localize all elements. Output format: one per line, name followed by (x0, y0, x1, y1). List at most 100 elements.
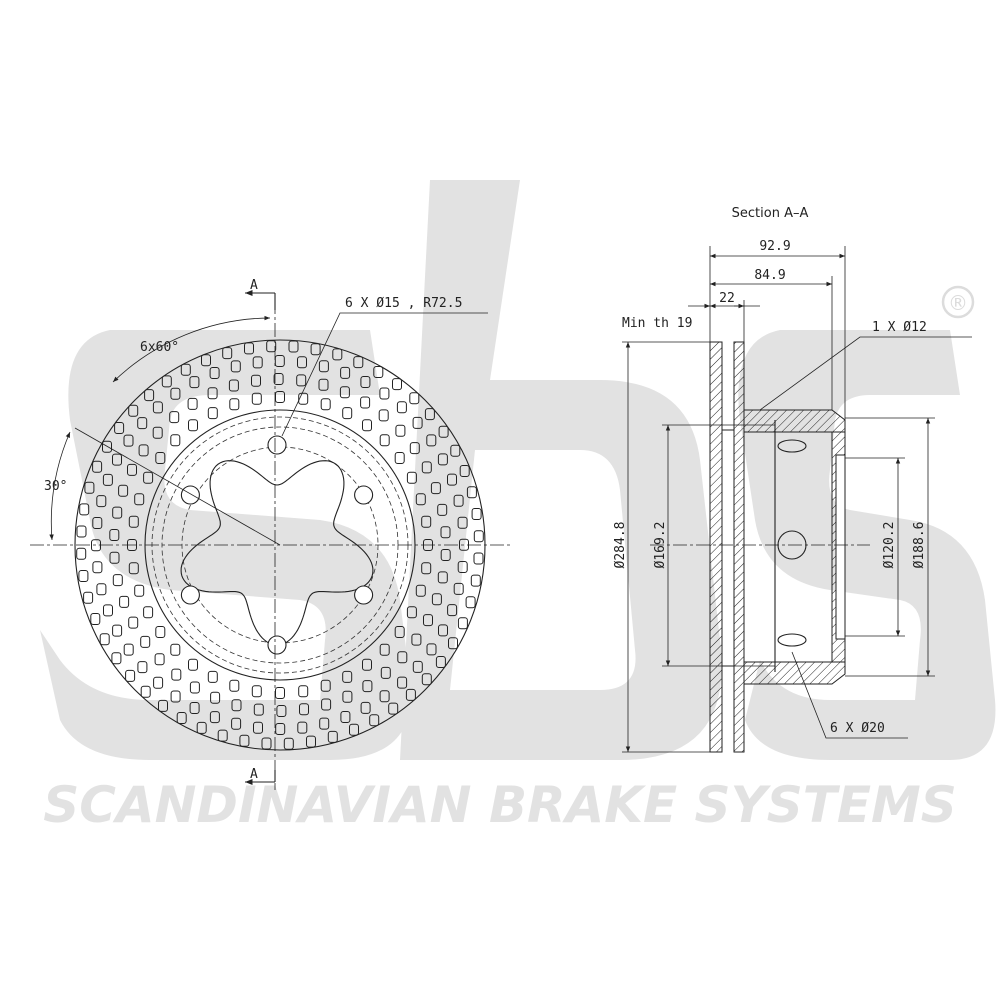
drilled-hole (297, 721, 308, 734)
drilled-hole (229, 679, 240, 692)
drilled-hole (362, 419, 372, 432)
dim-thickness: 22 (719, 291, 735, 306)
hat-top-wall (743, 409, 846, 433)
drilled-hole (127, 463, 137, 476)
registered-mark-circle (941, 285, 975, 319)
drilled-hole (196, 721, 207, 734)
drilled-hole (114, 422, 125, 434)
dia-inner-ring-label: Ø169.2 (653, 522, 668, 569)
drilled-hole (137, 661, 148, 674)
drilled-hole (275, 687, 285, 699)
bolt-callout-label: 6 X Ø15 , R72.5 (345, 296, 462, 311)
drilled-hole (128, 404, 139, 417)
min-thickness-label: Min th 19 (622, 316, 692, 331)
bolt-hole (354, 485, 374, 505)
drilled-hole (96, 495, 107, 508)
drilled-hole (465, 596, 476, 609)
drilled-hole (415, 584, 426, 597)
drilled-hole (152, 426, 163, 439)
drilled-hole (360, 396, 371, 409)
drilled-hole (349, 723, 359, 736)
section-title: Section A–A (732, 206, 809, 221)
ring-outer-plate (709, 341, 723, 753)
drilled-hole (102, 473, 113, 486)
drilled-hole (109, 529, 120, 541)
drilled-hole (188, 658, 198, 671)
dia-outer-label: Ø284.8 (613, 522, 628, 569)
drilled-hole (251, 685, 262, 698)
drilled-hole (207, 670, 218, 683)
drilled-hole (332, 348, 343, 361)
drilled-hole (261, 737, 272, 750)
drilled-hole (112, 506, 123, 519)
drilled-hole (109, 551, 120, 564)
drilled-hole (392, 378, 402, 391)
drilled-hole (421, 461, 432, 474)
drilled-hole (125, 669, 136, 682)
drilled-hole (176, 712, 187, 724)
drilled-hole (340, 711, 351, 723)
drilled-hole (103, 604, 113, 617)
drilled-hole (440, 549, 451, 561)
drilled-hole (421, 515, 432, 528)
angle-pitch-label: 6x60° (140, 340, 179, 355)
drilled-hole (437, 571, 448, 584)
drilled-hole (342, 670, 353, 683)
drilled-hole (96, 583, 107, 596)
drilled-hole (379, 643, 390, 656)
dia-hat-label: Ø188.6 (912, 522, 927, 569)
angle-offset-label: 30° (44, 479, 67, 494)
drilled-hole (320, 398, 331, 411)
drilled-hole (288, 340, 299, 353)
drilled-hole (415, 493, 426, 506)
drilled-hole (421, 562, 432, 575)
drilled-hole (92, 460, 103, 473)
bolt-callout-leader (281, 312, 488, 437)
drilled-hole (210, 691, 221, 704)
drilled-hole (437, 453, 448, 466)
drilled-hole (170, 434, 181, 447)
drilled-hole (111, 652, 122, 665)
drilled-hole (253, 721, 263, 734)
drilled-hole (421, 673, 432, 686)
drilled-hole (457, 516, 468, 529)
drilled-hole (412, 416, 423, 429)
bolt-hole (180, 485, 200, 505)
drilled-hole (459, 465, 470, 477)
drilled-hole (207, 407, 218, 420)
drilled-hole (342, 690, 353, 703)
drilled-holes (76, 340, 484, 750)
drilled-hole (360, 701, 371, 714)
drilled-hole (92, 517, 103, 529)
drilled-hole (453, 582, 464, 595)
drilled-hole (406, 471, 417, 484)
drilled-hole (296, 374, 307, 387)
drilled-hole (327, 730, 338, 743)
angle-arc-60 (112, 315, 271, 383)
drilled-hole (158, 699, 168, 712)
drilled-hole (319, 717, 330, 730)
drilled-hole (118, 484, 129, 497)
drilled-hole (430, 482, 441, 495)
brand-tagline: SCANDINAVIAN BRAKE SYSTEMS (43, 776, 957, 834)
drilled-hole (274, 355, 285, 367)
drilled-hole (424, 408, 435, 421)
drilled-hole (457, 617, 468, 630)
drilled-hole (369, 714, 380, 727)
drilled-hole (362, 658, 372, 671)
drilled-hole (84, 481, 95, 494)
drilled-hole (253, 703, 264, 716)
drilled-hole (411, 633, 422, 646)
bolt-hole (267, 435, 287, 455)
drilled-hole (78, 570, 89, 582)
drilled-hole (143, 606, 154, 619)
dim-total-height: 92.9 (759, 239, 790, 254)
drilled-hole (471, 508, 482, 520)
drilled-hole (457, 561, 468, 573)
drilled-hole (438, 624, 448, 637)
drilled-hole (128, 515, 139, 528)
drilled-hole (450, 444, 461, 457)
drilled-hole (397, 651, 408, 664)
